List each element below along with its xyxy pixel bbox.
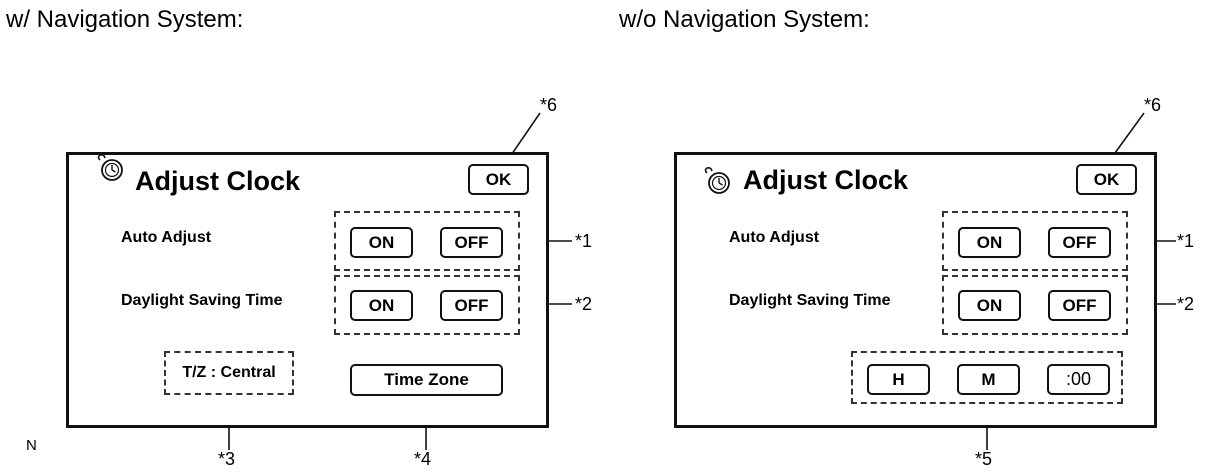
daylight-saving-off-button[interactable]: OFF bbox=[1048, 290, 1111, 321]
ok-button[interactable]: OK bbox=[468, 164, 529, 195]
manual-time-adjust-group bbox=[851, 351, 1123, 404]
callout-right-5: *5 bbox=[975, 449, 993, 469]
clock-icon bbox=[704, 167, 730, 194]
callout-right-6: *6 bbox=[1144, 95, 1162, 115]
auto-adjust-label: Auto Adjust bbox=[121, 229, 212, 246]
auto-adjust-on-button[interactable]: ON bbox=[958, 227, 1021, 258]
daylight-saving-toggle-group bbox=[942, 275, 1128, 335]
auto-adjust-toggle-group bbox=[942, 211, 1128, 271]
figure-corner-marker: N bbox=[26, 437, 37, 454]
callout-right-1: *1 bbox=[1177, 231, 1195, 251]
reset-minutes-button[interactable]: :00 bbox=[1047, 364, 1110, 395]
caption-without-navigation: w/o Navigation System: bbox=[619, 6, 870, 33]
timezone-status: T/Z : Central bbox=[164, 351, 294, 395]
time-zone-button[interactable]: Time Zone bbox=[350, 364, 503, 396]
daylight-saving-on-button[interactable]: ON bbox=[958, 290, 1021, 321]
auto-adjust-off-button[interactable]: OFF bbox=[1048, 227, 1111, 258]
hour-button[interactable]: H bbox=[867, 364, 930, 395]
clock-icon bbox=[97, 154, 123, 181]
daylight-saving-label: Daylight Saving Time bbox=[121, 292, 283, 309]
page-title: Adjust Clock bbox=[743, 165, 909, 195]
daylight-saving-label: Daylight Saving Time bbox=[729, 292, 891, 309]
auto-adjust-on-button[interactable]: ON bbox=[350, 227, 413, 258]
callout-left-1: *1 bbox=[575, 231, 593, 251]
ok-button[interactable]: OK bbox=[1076, 164, 1137, 195]
callout-left-4: *4 bbox=[414, 449, 432, 469]
daylight-saving-toggle-group bbox=[334, 275, 520, 335]
page-title: Adjust Clock bbox=[135, 166, 301, 196]
callout-right-2: *2 bbox=[1177, 294, 1195, 314]
minute-button[interactable]: M bbox=[957, 364, 1020, 395]
callout-left-6: *6 bbox=[540, 95, 558, 115]
auto-adjust-label: Auto Adjust bbox=[729, 229, 820, 246]
daylight-saving-off-button[interactable]: OFF bbox=[440, 290, 503, 321]
auto-adjust-toggle-group bbox=[334, 211, 520, 271]
callout-left-2: *2 bbox=[575, 294, 593, 314]
caption-with-navigation: w/ Navigation System: bbox=[6, 6, 244, 33]
callout-left-3: *3 bbox=[218, 449, 236, 469]
daylight-saving-on-button[interactable]: ON bbox=[350, 290, 413, 321]
auto-adjust-off-button[interactable]: OFF bbox=[440, 227, 503, 258]
